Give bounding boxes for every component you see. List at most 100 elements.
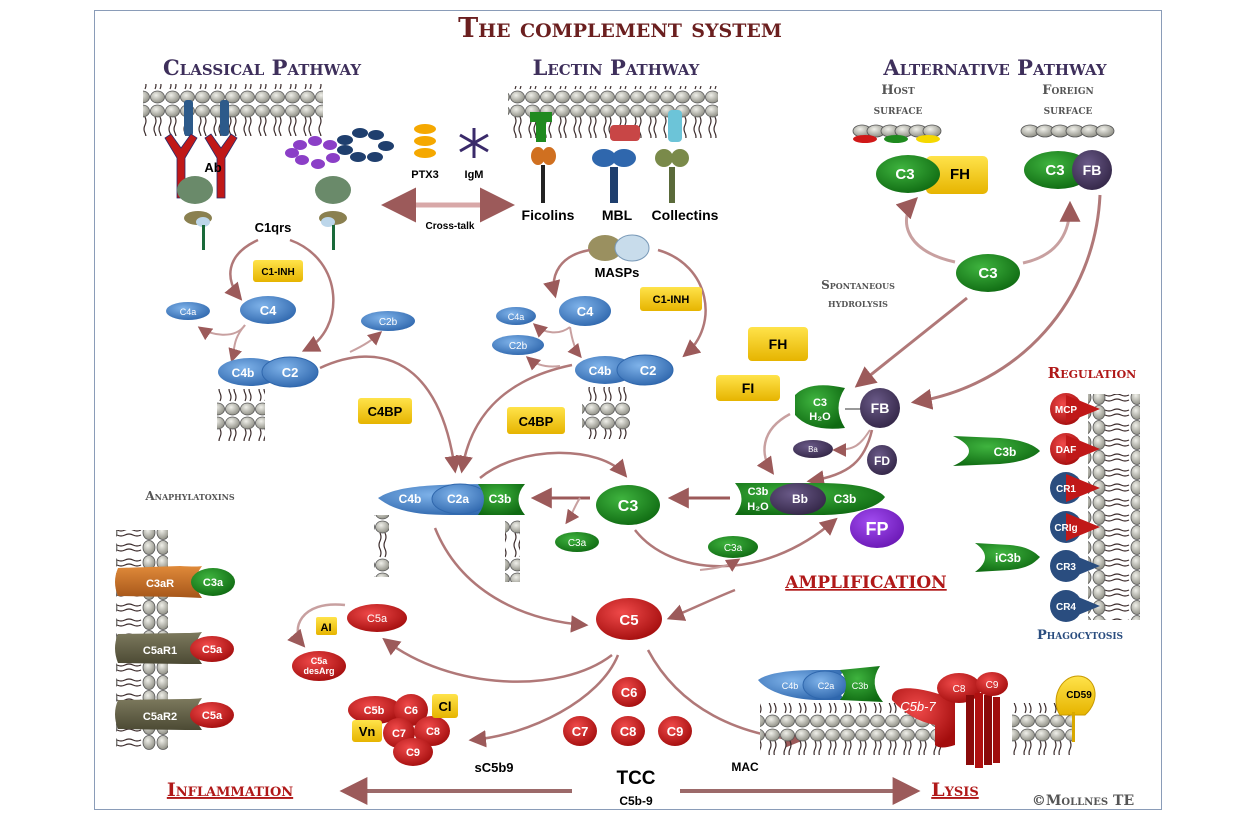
sc5b9-c7-label: C7 <box>392 728 406 740</box>
mcp-label: MCP <box>1055 405 1078 416</box>
c3b-regulation <box>953 436 1040 466</box>
anaphylatoxins-heading: Anaphylatoxins <box>144 489 235 503</box>
fb-foreign <box>1072 150 1112 190</box>
sc5b9-c8-label: C8 <box>426 726 440 738</box>
receptor-crig <box>1050 511 1100 543</box>
tcc-label: TCC <box>616 768 655 789</box>
c1inh-lectin-label: C1-INH <box>653 294 690 306</box>
fi-regulator-label: FI <box>742 380 754 396</box>
cr3-label: CR3 <box>1056 562 1076 573</box>
sc5b9-complex <box>348 694 458 766</box>
fh-regulator-label: FH <box>769 336 788 352</box>
c5a-bound-2 <box>190 702 234 728</box>
classical-c4b-membrane <box>217 389 265 441</box>
c5a-free-label: C5a <box>367 613 388 625</box>
c3-central-label: C3 <box>618 498 639 515</box>
c1q-complex-left-icon <box>177 176 213 250</box>
c5-to-c5a-arrow <box>382 637 613 683</box>
c2b-lectin-label: C2b <box>509 341 528 352</box>
mbl-icon <box>592 125 640 203</box>
igm-label: IgM <box>465 169 484 181</box>
lectin-pathway-heading: Lectin Pathway <box>533 55 700 80</box>
c4bp-classical-label: C4BP <box>368 404 403 419</box>
daf-label: DAF <box>1056 445 1077 456</box>
amplification-label: AMPLIFICATION <box>784 573 946 593</box>
cross-talk-label: Cross-talk <box>426 221 475 232</box>
c1inh-lectin <box>640 287 702 311</box>
cd59-icon <box>1055 675 1096 742</box>
c5 <box>596 598 662 640</box>
masps-label: MASPs <box>595 265 640 280</box>
classical-pathway-heading: Classical Pathway <box>163 55 361 80</box>
c4-classical-label: C4 <box>260 303 277 318</box>
sap-label: SAP <box>357 142 374 151</box>
c3b-convertase-label: C3b <box>489 492 512 506</box>
diagram-title: The complement system <box>458 13 782 44</box>
classical-membrane <box>143 84 323 136</box>
c2b-classical-label: C2b <box>379 317 398 328</box>
convertase-membrane-left <box>374 515 389 577</box>
ic3b-regulation <box>975 543 1040 572</box>
c3b-regulation-label: C3b <box>994 445 1017 459</box>
ai-inactivator <box>316 617 337 635</box>
receptor-daf <box>1050 433 1100 465</box>
igm-icon <box>459 128 489 158</box>
fp-properdin <box>850 508 904 548</box>
c5ar2-receptor <box>115 698 202 730</box>
c3a-central <box>555 532 599 552</box>
convertase-c3b-label: C3b <box>834 492 857 506</box>
c5-to-sc5b9-arrow <box>468 654 620 748</box>
foreign-surface-label-1: Foreign <box>1042 83 1094 98</box>
receptor-cr3 <box>1050 550 1100 582</box>
ptx3-label: PTX3 <box>411 169 439 181</box>
alt-to-c5-arrow <box>666 588 736 621</box>
collectin-icon <box>655 110 689 203</box>
c5a-bound-1 <box>190 636 234 662</box>
c2b-release-arrow <box>349 331 383 353</box>
c9-pore-icon <box>966 693 1000 768</box>
c3-h2o <box>795 385 845 429</box>
c5ar1-receptor <box>115 632 202 664</box>
c5a-desarg-label-1: C5a <box>311 656 329 666</box>
fb-foreign-label: FB <box>1083 162 1102 178</box>
c1inh-classical <box>253 260 303 282</box>
c4a-classical <box>166 302 210 320</box>
c1inh-classical-label: C1-INH <box>261 267 294 278</box>
c5a-desarg <box>292 651 346 681</box>
sc5b9-c9-label: C9 <box>406 747 420 759</box>
host-surface-icon <box>852 124 942 138</box>
vn-label: Vn <box>359 724 376 739</box>
mac-c3b <box>840 666 883 702</box>
fi-regulator <box>716 375 780 401</box>
collectins-label: Collectins <box>652 207 719 223</box>
c3-to-foreign-arrow <box>1022 200 1081 265</box>
c3a-amplification <box>708 536 758 558</box>
c4bp-lectin <box>507 407 565 434</box>
c8-label: C8 <box>620 724 637 739</box>
mbl-label: MBL <box>602 207 633 223</box>
receptor-cr4 <box>1050 590 1100 622</box>
masp-to-c4-arrow <box>543 248 591 299</box>
sc5b9-c6-label: C6 <box>404 705 418 717</box>
diagram-frame <box>94 10 1162 810</box>
sc5b9-label: sC5b9 <box>474 760 513 775</box>
c5a-free <box>347 604 407 632</box>
alternative-pathway-heading: Alternative Pathway <box>882 55 1106 80</box>
c2-lectin-label: C2 <box>640 363 657 378</box>
sc5b9-c5b-label: C5b <box>364 705 385 717</box>
ficolin-icon <box>530 112 556 203</box>
c3a-amp-release-arrow <box>699 558 741 572</box>
mac-c2a-label: C2a <box>818 681 835 691</box>
c5a-desarg-label-2: desArg <box>303 666 334 676</box>
ba-fragment <box>793 440 833 458</box>
c5-label: C5 <box>619 612 638 629</box>
c5a-bound-2-label: C5a <box>202 710 223 722</box>
crp-label: CRP <box>305 149 323 158</box>
c3a-central-label: C3a <box>568 538 587 549</box>
c5ar2-label: C5aR2 <box>143 711 177 723</box>
host-yellow-marker <box>916 135 940 143</box>
lectin-to-convertase-arrow <box>455 363 573 474</box>
cl-label: Cl <box>439 699 452 714</box>
mac-c4b-label: C4b <box>782 681 799 691</box>
c3b-h2o-label-2: H₂O <box>747 501 769 513</box>
